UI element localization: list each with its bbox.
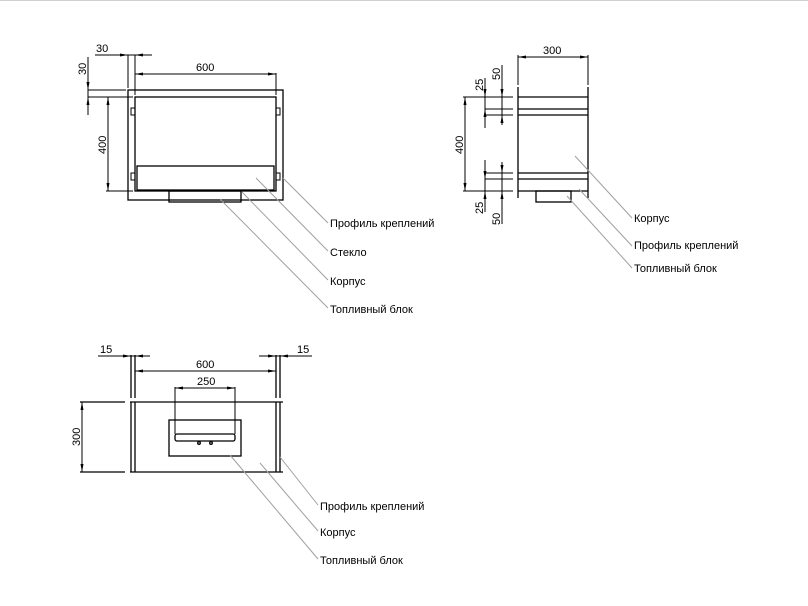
dim-top-left-profile: 15 [100, 344, 112, 356]
label-front-glass: Стекло [330, 247, 367, 259]
fastener-left-top [130, 107, 136, 116]
dim-top-burner-width: 250 [197, 376, 215, 388]
dim-side-top-large: 50 [491, 68, 503, 80]
dim-top-right-profile: 15 [297, 344, 309, 356]
dim-side-top-small: 25 [474, 79, 486, 91]
top-border-line [0, 0, 808, 1]
fastener-left-bottom [130, 172, 136, 181]
dim-side-bottom-large: 50 [491, 213, 503, 225]
dim-front-offset-h: 30 [96, 43, 108, 55]
label-top-fuel-block: Топливный блок [320, 555, 403, 567]
side-fuel-block [535, 190, 572, 203]
burner-knob [209, 441, 213, 445]
dim-side-height: 400 [454, 136, 466, 154]
fastener-right-top [275, 107, 281, 116]
label-front-fuel-block: Топливный блок [330, 304, 413, 316]
label-top-body: Корпус [320, 527, 356, 539]
front-profile-frame [127, 89, 284, 201]
label-side-fuel-block: Топливный блок [634, 263, 717, 275]
dim-top-width: 600 [196, 359, 214, 371]
top-fuel-block [168, 419, 242, 457]
fastener-right-bottom [275, 172, 281, 181]
dim-side-bottom-small: 25 [474, 202, 486, 214]
label-front-profile: Профиль креплений [330, 218, 434, 230]
front-fuel-block [168, 190, 242, 203]
top-burner-slot [174, 433, 236, 442]
front-glass [136, 165, 275, 191]
label-top-profile: Профиль креплений [320, 501, 424, 513]
dim-front-height: 400 [97, 136, 109, 154]
front-view: 30 30 600 400 Профиль креплений Стекло К… [77, 43, 434, 316]
side-view: 300 400 25 50 25 50 Корпус Профиль крепл… [454, 45, 738, 275]
dim-front-width: 600 [196, 62, 214, 74]
label-side-profile: Профиль креплений [634, 240, 738, 252]
front-body [134, 96, 277, 192]
burner-knob [197, 441, 201, 445]
label-front-body: Корпус [330, 276, 366, 288]
top-view: 15 15 600 250 300 Профиль креплений Корп… [71, 344, 424, 567]
label-side-body: Корпус [634, 213, 670, 225]
dim-front-offset-v: 30 [77, 63, 89, 75]
dim-side-depth: 300 [543, 45, 561, 57]
dim-top-depth: 300 [71, 428, 83, 446]
